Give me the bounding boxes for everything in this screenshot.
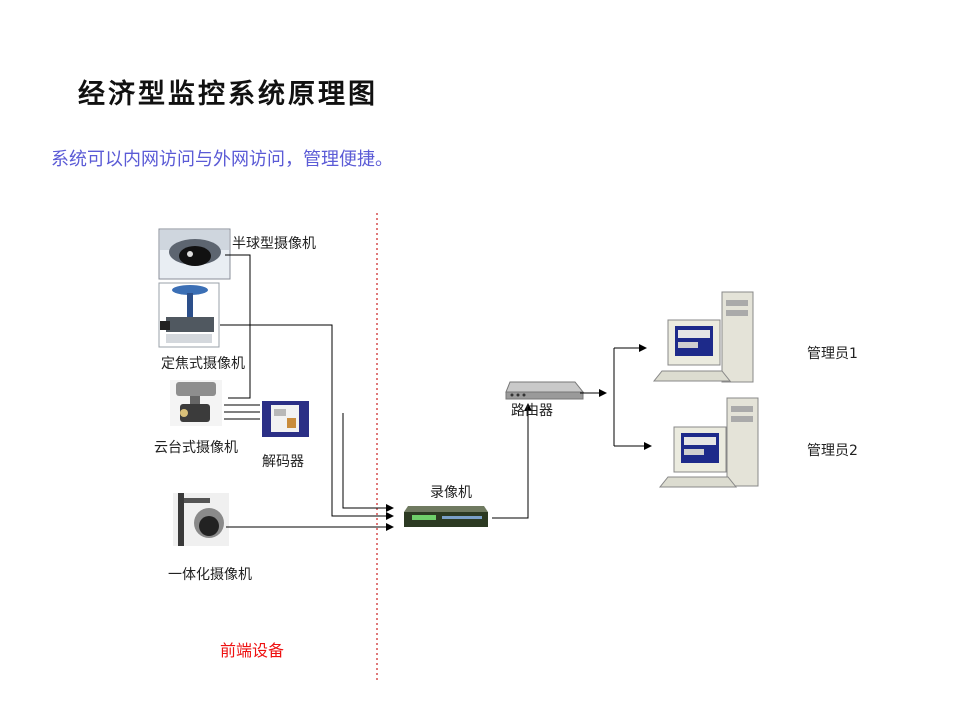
computer-icon [658,397,759,488]
router-icon [505,381,585,400]
admin1-label: 管理员1 [807,346,858,362]
front-end-zone-label: 前端设备 [220,641,285,660]
router-label: 路由器 [511,403,553,419]
ptz-camera-icon [170,380,222,426]
admin2-label: 管理员2 [807,443,858,459]
connection-lines [220,254,652,531]
page-subtitle: 系统可以内网访问与外网访问，管理便捷。 [51,149,393,170]
integrated-camera-label: 一体化摄像机 [168,567,252,583]
decoder-icon [262,401,309,437]
dome-camera-label: 半球型摄像机 [232,236,316,252]
integrated-camera-icon [173,493,229,546]
fixed-camera-icon [158,282,220,348]
ptz-camera-label: 云台式摄像机 [154,440,238,456]
decoder-label: 解码器 [262,454,304,470]
computer-icon [652,291,754,383]
dome-camera-icon [158,228,231,280]
recorder-icon [404,506,488,527]
page-title: 经济型监控系统原理图 [78,79,378,110]
recorder-label: 录像机 [430,485,472,501]
fixed-camera-label: 定焦式摄像机 [161,356,245,372]
